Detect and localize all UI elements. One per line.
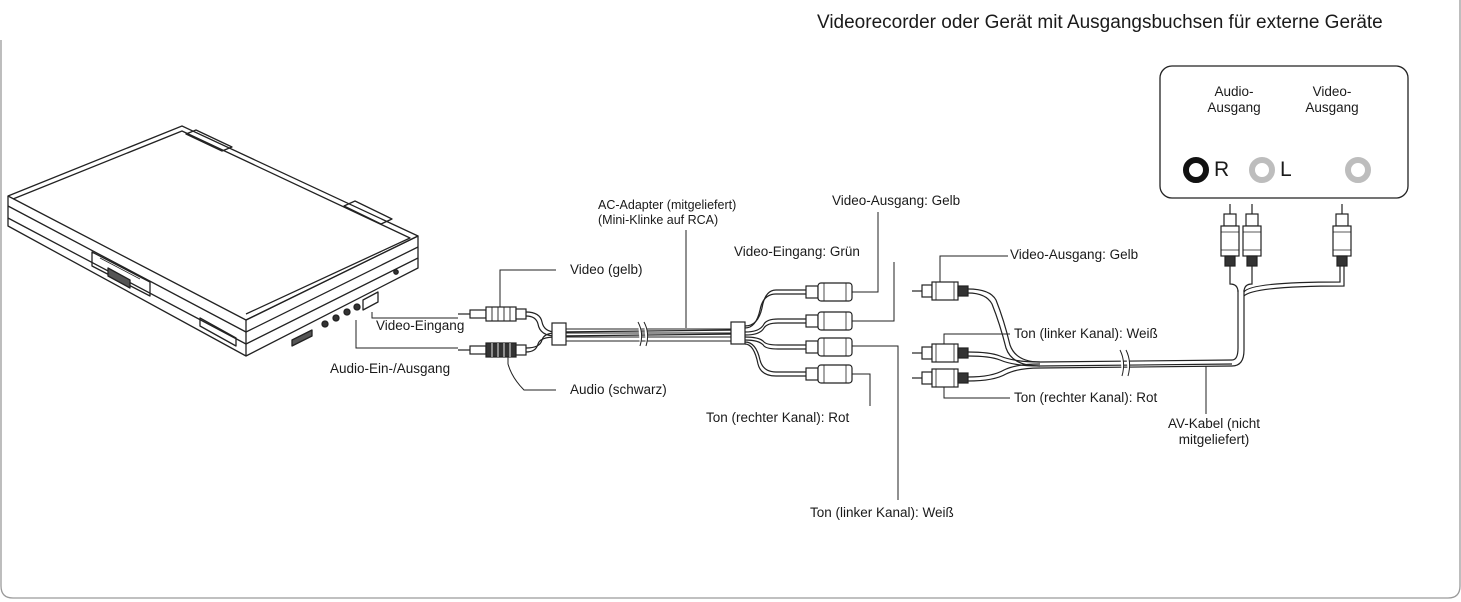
port-r-jack	[1183, 157, 1209, 183]
audio-black-label: Audio (schwarz)	[570, 382, 667, 397]
video-output-jack	[1345, 157, 1371, 183]
video-output-label: Video- Ausgang	[1305, 84, 1359, 115]
port-r-label: R	[1214, 158, 1230, 181]
sound-left-white-bottom-label: Ton (linker Kanal): Weiß	[810, 505, 954, 520]
sound-right-red-right-label: Ton (rechter Kanal): Rot	[1014, 390, 1158, 405]
video-yellow-label: Video (gelb)	[570, 262, 643, 277]
leader-lines	[355, 212, 1207, 500]
laptop-illustration	[7, 125, 419, 357]
av-cable	[912, 262, 1345, 388]
rca-jacks	[805, 282, 853, 384]
audio-in-out-label: Audio-Ein-/Ausgang	[330, 361, 451, 376]
port-l-label: L	[1280, 158, 1292, 181]
ac-adapter-cable	[458, 289, 806, 377]
ac-adapter-label: AC-Adapter (mitgeliefert) (Mini-Klinke a…	[598, 198, 737, 227]
video-input-label: Video-Eingang	[376, 318, 465, 333]
sound-left-white-right-label: Ton (linker Kanal): Weiß	[1014, 326, 1158, 341]
video-output-yellow-right-label: Video-Ausgang: Gelb	[1010, 247, 1139, 262]
video-input-green-label: Video-Eingang: Grün	[734, 244, 860, 259]
port-l-jack	[1249, 157, 1275, 183]
av-cable-label: AV-Kabel (nicht mitgeliefert)	[1167, 416, 1261, 447]
diagram-title: Videorecorder oder Gerät mit Ausgangsbuc…	[817, 12, 1383, 33]
audio-output-label: Audio- Ausgang	[1207, 84, 1261, 115]
sound-right-red-left-label: Ton (rechter Kanal): Rot	[706, 410, 850, 425]
video-output-yellow-top-label: Video-Ausgang: Gelb	[832, 193, 961, 208]
av-cable-plugs	[1220, 204, 1352, 267]
